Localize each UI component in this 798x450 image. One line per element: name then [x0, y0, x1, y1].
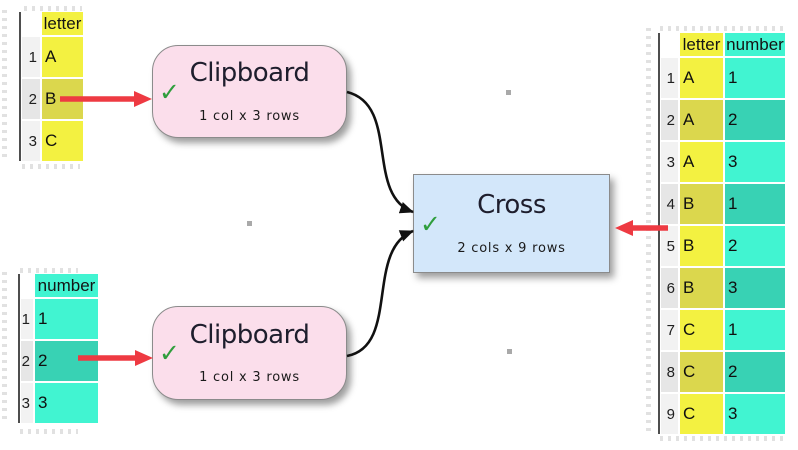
row-number-cell[interactable]: 6 [661, 268, 678, 308]
table-cell[interactable]: 1 [725, 310, 785, 350]
table-cell[interactable]: B [680, 268, 723, 308]
table-corner-cell [661, 33, 678, 56]
torn-edge [2, 10, 7, 160]
status-check-icon: ✓ [159, 339, 180, 368]
table-corner-cell [22, 12, 40, 35]
table-cell[interactable]: 1 [725, 184, 785, 224]
row-number-cell[interactable]: 2 [661, 100, 678, 140]
table-cell[interactable]: 2 [725, 226, 785, 266]
torn-edge [2, 272, 7, 424]
torn-edge [646, 28, 651, 433]
canvas-grid-dot [507, 349, 512, 354]
node-cross[interactable]: ✓ Cross 2 cols x 9 rows [413, 174, 610, 273]
table-cell[interactable]: 3 [725, 142, 785, 182]
row-number-cell[interactable]: 4 [661, 184, 678, 224]
table-cell[interactable]: C [680, 310, 723, 350]
torn-edge [24, 6, 82, 11]
column-header[interactable]: number [725, 33, 785, 56]
table-cell[interactable]: 1 [35, 299, 98, 339]
table-cell[interactable]: C [680, 352, 723, 392]
row-number-cell[interactable]: 8 [661, 352, 678, 392]
row-number-cell[interactable]: 7 [661, 310, 678, 350]
table-cell[interactable]: A [42, 37, 83, 77]
status-check-icon: ✓ [420, 210, 441, 238]
row-number-cell[interactable]: 3 [21, 383, 33, 423]
node-title: Clipboard [189, 319, 310, 350]
torn-edge [660, 436, 786, 441]
row-number-cell[interactable]: 2 [21, 341, 33, 381]
table-cell[interactable]: 2 [725, 100, 785, 140]
table-cell[interactable]: 2 [725, 352, 785, 392]
column-header[interactable]: letter [680, 33, 723, 56]
node-subtitle: 2 cols x 9 rows [457, 240, 566, 256]
table-corner-cell [21, 274, 33, 297]
torn-edge [660, 26, 786, 31]
table-cell[interactable]: 1 [725, 58, 785, 98]
node-clipboard-top[interactable]: ✓ Clipboard 1 col x 3 rows [152, 45, 347, 138]
row-number-cell[interactable]: 3 [22, 121, 40, 161]
node-clipboard-bottom[interactable]: ✓ Clipboard 1 col x 3 rows [152, 306, 347, 400]
torn-edge [20, 268, 78, 273]
connector-clipboard-bottom-to-cross[interactable] [346, 229, 414, 358]
table-cell[interactable]: A [680, 142, 723, 182]
node-title: Cross [477, 190, 546, 221]
table-cell[interactable]: 3 [725, 394, 785, 434]
row-number-cell[interactable]: 5 [661, 226, 678, 266]
row-number-cell[interactable]: 2 [22, 79, 40, 119]
table-cell[interactable]: 3 [725, 268, 785, 308]
status-check-icon: ✓ [159, 78, 180, 106]
column-header[interactable]: letter [42, 12, 83, 35]
torn-edge [20, 429, 78, 434]
row-number-cell[interactable]: 9 [661, 394, 678, 434]
row-number-cell[interactable]: 1 [661, 58, 678, 98]
node-subtitle: 1 col x 3 rows [199, 370, 300, 386]
table-cell[interactable]: B [680, 226, 723, 266]
node-subtitle: 1 col x 3 rows [199, 108, 300, 124]
connector-clipboard-top-to-cross[interactable] [346, 90, 414, 214]
canvas-grid-dot [506, 90, 511, 95]
row-number-cell[interactable]: 3 [661, 142, 678, 182]
column-header[interactable]: number [35, 274, 98, 297]
table-cell[interactable]: C [42, 121, 83, 161]
canvas-grid-dot [247, 221, 252, 226]
table-cell[interactable]: 3 [35, 383, 98, 423]
table-cell[interactable]: A [680, 58, 723, 98]
row-number-cell[interactable]: 1 [22, 37, 40, 77]
node-title: Clipboard [189, 58, 310, 89]
torn-edge [22, 164, 80, 169]
table-cell[interactable]: C [680, 394, 723, 434]
table-cell[interactable]: 2 [35, 341, 98, 381]
table-cell[interactable]: B [680, 184, 723, 224]
table-cell[interactable]: A [680, 100, 723, 140]
table-cell[interactable]: B [42, 79, 83, 119]
row-number-cell[interactable]: 1 [21, 299, 33, 339]
